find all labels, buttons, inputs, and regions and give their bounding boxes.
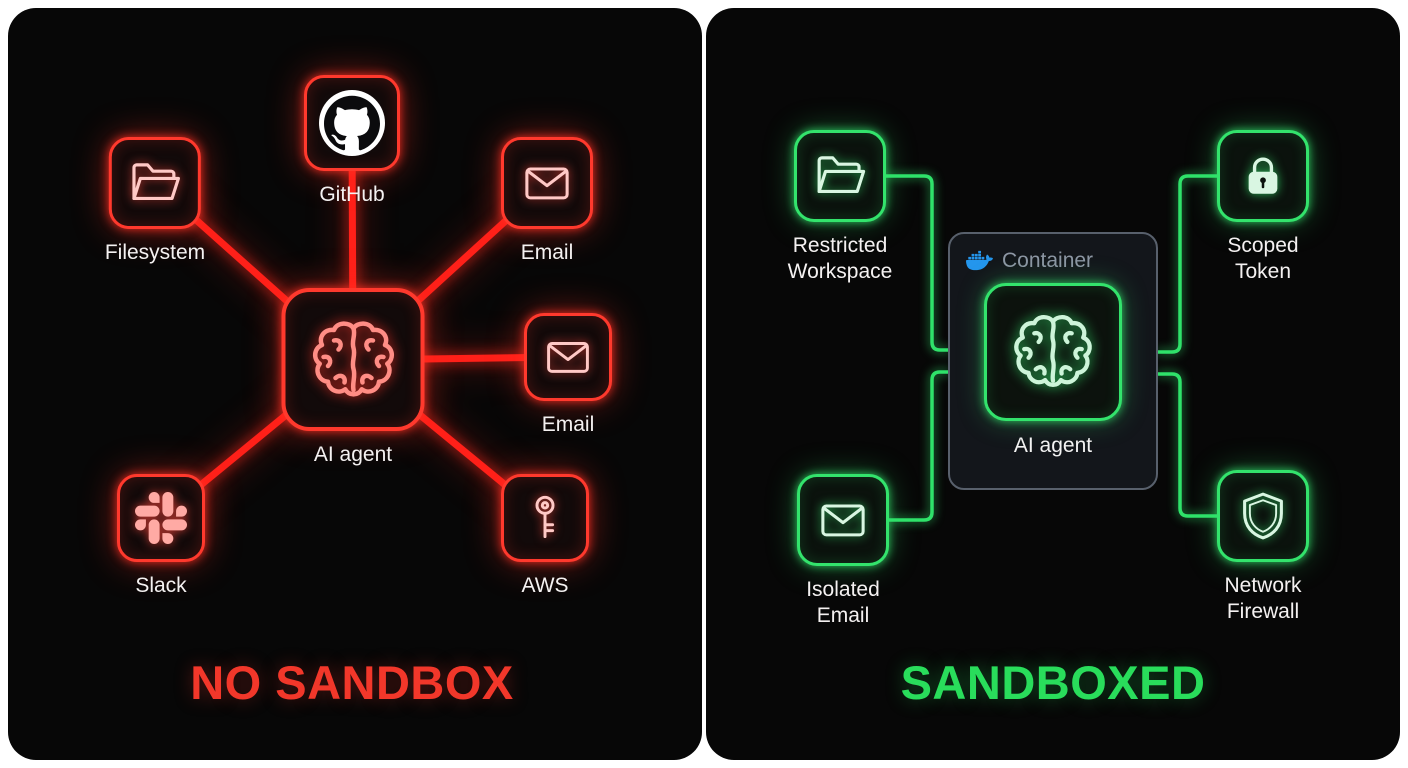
node-box [1217, 130, 1309, 222]
shield-icon [1243, 492, 1283, 540]
node-box [501, 474, 589, 562]
github-icon [324, 95, 380, 151]
envelope-icon [821, 504, 865, 537]
github-logo-background [319, 90, 385, 156]
node-label: Email [520, 241, 574, 264]
envelope-icon [525, 167, 569, 200]
node-label: AI agent [313, 443, 393, 466]
node-ai-agent: AI agent [281, 288, 425, 468]
node-box [304, 75, 400, 171]
node-ai-agent-sandboxed [984, 283, 1122, 421]
node-label: Slack [135, 574, 187, 597]
node-network-firewall: Network Firewall [1208, 470, 1318, 625]
node-label: GitHub [319, 183, 385, 206]
node-github: GitHub [304, 75, 400, 208]
node-slack: Slack [117, 474, 205, 599]
node-email-top: Email [501, 137, 593, 266]
container-label: Container [1002, 248, 1094, 272]
node-box [108, 137, 201, 229]
node-email-right: Email [524, 313, 612, 438]
node-box [797, 474, 889, 566]
node-label: Network Firewall [1224, 574, 1302, 624]
key-icon [535, 495, 555, 539]
node-box [794, 130, 886, 222]
envelope-icon [547, 342, 589, 373]
folder-icon [132, 163, 181, 200]
node-box [117, 474, 205, 562]
node-isolated-email: Isolated Email [788, 474, 898, 629]
node-scoped-token: Scoped Token [1208, 130, 1318, 285]
sandboxed-title: SANDBOXED [900, 656, 1206, 709]
slack-icon [135, 492, 187, 544]
node-filesystem: Filesystem [105, 137, 205, 266]
node-label: Restricted Workspace [787, 234, 893, 284]
node-label: Email [541, 413, 595, 436]
node-box [501, 137, 593, 229]
container-box: Container AI agent [948, 232, 1158, 490]
lock-icon [1248, 157, 1278, 194]
container-header: Container [950, 234, 1093, 274]
node-label: Scoped Token [1227, 234, 1299, 284]
node-box [1217, 470, 1309, 562]
docker-icon [966, 250, 993, 271]
brain-icon [1014, 314, 1092, 388]
node-label: AI agent [1013, 434, 1093, 457]
node-box [524, 313, 612, 401]
folder-icon [817, 156, 866, 193]
no-sandbox-title: NO SANDBOX [190, 656, 514, 709]
node-label: Isolated Email [806, 578, 880, 628]
node-box [281, 288, 425, 431]
brain-icon [312, 320, 394, 397]
node-restricted-workspace: Restricted Workspace [775, 130, 905, 285]
node-aws: AWS [501, 474, 589, 599]
node-label: AWS [521, 574, 569, 597]
node-label: Filesystem [104, 241, 206, 264]
